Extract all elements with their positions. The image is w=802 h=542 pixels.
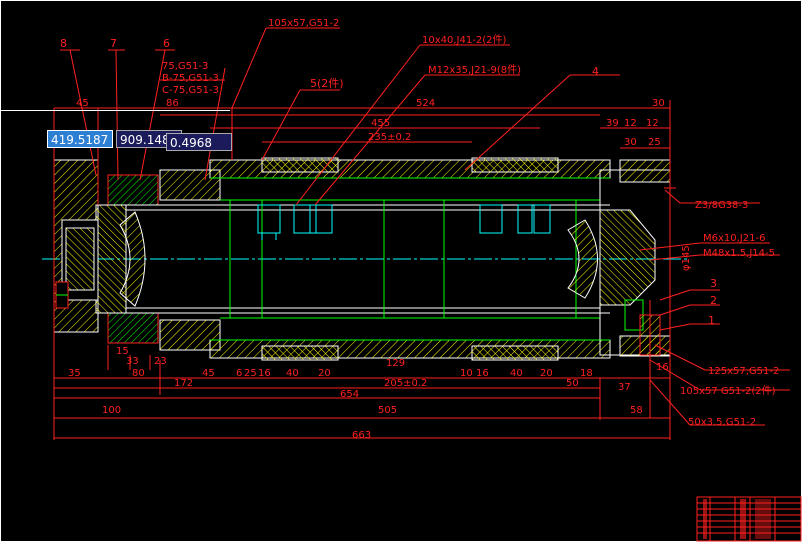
dim-text: 10	[460, 368, 473, 379]
dim-text: 129	[386, 358, 405, 369]
dim-text: 20	[540, 368, 553, 379]
dim-text: 30	[652, 98, 665, 109]
piston-head	[119, 211, 146, 307]
dim-text: 37	[618, 382, 631, 393]
spec-label: 10x40,J41-2(2件)	[422, 34, 506, 46]
dim-text: 40	[286, 368, 299, 379]
dim-text: 25	[648, 137, 661, 148]
dim-text: 58	[630, 405, 643, 416]
cursor-crosshair	[0, 110, 230, 111]
leader-lines	[60, 27, 790, 426]
bolt-group-right	[479, 204, 551, 234]
dim-text: 33	[126, 356, 139, 367]
diameter-label: φ145	[681, 245, 692, 271]
part-7-label: 7	[110, 37, 117, 50]
dimension-text-top: 45 86 524 455 235±0.2 30 39 12 12 30 25	[76, 98, 665, 148]
dim-text: 35	[68, 368, 81, 379]
dim-text: 30	[624, 137, 637, 148]
end-cap-right	[567, 159, 676, 357]
dim-text: 45	[202, 368, 215, 379]
spec-label: 105x57 G51-2(2件)	[680, 385, 776, 397]
piston-rod	[126, 200, 600, 318]
dim-text: 80	[132, 368, 145, 379]
dim-text: 16	[258, 368, 271, 379]
dimension-text-bottom: 15 33 23 35 80 45 6 25 16 40 20 129 10 1…	[68, 346, 669, 441]
dim-text: 86	[166, 98, 179, 109]
spec-label: M6x10,J21-6	[703, 233, 765, 244]
dim-text: 45	[76, 98, 89, 109]
coordinate-z-input[interactable]: 0.4968	[166, 133, 232, 151]
dim-text: 40	[510, 368, 523, 379]
part-1-label: 1	[708, 314, 715, 327]
dim-text: 654	[340, 389, 359, 400]
dim-text: 15	[116, 346, 129, 357]
part-5-label: 5(2件)	[310, 77, 344, 90]
dim-text: 16	[476, 368, 489, 379]
dim-text: 16	[656, 362, 669, 373]
spec-label: M12x35,J21-9(8件)	[428, 64, 521, 76]
dim-text: 12	[646, 118, 659, 129]
dim-text: 172	[174, 378, 193, 389]
part-4-label: 4	[592, 65, 599, 78]
dim-text: 6	[236, 368, 242, 379]
dim-text: 205±0.2	[384, 378, 427, 389]
part-labels: 8 7 6 5(2件) 4 3 2 1	[60, 37, 717, 327]
spec-label: Z3/8G38-3	[695, 200, 748, 211]
dim-text: 455	[371, 118, 390, 129]
seal-packs	[107, 169, 221, 351]
spec-label: 50x3.5,G51-2	[688, 417, 756, 428]
dim-text: 235±0.2	[368, 132, 411, 143]
part-3-label: 3	[710, 277, 717, 290]
part-2-label: 2	[710, 294, 717, 307]
dimension-lines	[53, 100, 671, 440]
coordinate-x-input[interactable]: 419.5187	[47, 130, 113, 148]
dim-text: 39	[606, 118, 619, 129]
coordinate-y-input[interactable]: 909.1488	[116, 130, 182, 148]
spec-label: C-75,G51-3	[162, 85, 219, 96]
spec-label: 125x57,G51-2	[708, 366, 779, 377]
dim-text: 663	[352, 430, 371, 441]
dim-text: 12	[624, 118, 637, 129]
title-block	[696, 496, 802, 542]
bolt-group-left	[257, 204, 333, 240]
dim-text: 25	[244, 368, 257, 379]
dim-text: 100	[102, 405, 121, 416]
dim-text: 505	[378, 405, 397, 416]
dim-text: 20	[318, 368, 331, 379]
dim-text: 524	[416, 98, 435, 109]
dim-text: 18	[580, 368, 593, 379]
part-8-label: 8	[60, 37, 67, 50]
spec-label: B-75,G51-3	[162, 73, 219, 84]
spec-label: 105x57,G51-2	[268, 18, 339, 29]
spec-labels: 105x57,G51-2 10x40,J41-2(2件) M12x35,J21-…	[162, 18, 779, 428]
barrel	[98, 157, 611, 361]
dim-text: 50	[566, 378, 579, 389]
spec-label: M48x1.5,J14-5	[703, 248, 775, 259]
spec-label: 75,G51-3	[162, 61, 208, 72]
dim-text: 23	[154, 356, 167, 367]
end-cap-left	[53, 159, 127, 333]
part-6-label: 6	[163, 37, 170, 50]
